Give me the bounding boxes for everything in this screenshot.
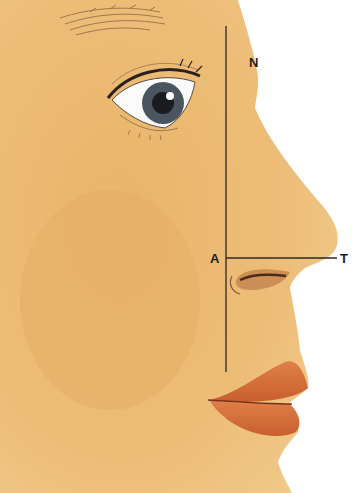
nostril-edge (240, 275, 286, 280)
eye (108, 59, 202, 140)
point-label: T (340, 252, 348, 265)
lips (208, 361, 308, 436)
point-label: A (210, 252, 219, 265)
skin-area (0, 0, 338, 493)
nostril (236, 269, 290, 290)
point-label: N (249, 56, 258, 69)
horizontal-reference-line (226, 257, 337, 258)
eyebrow (60, 5, 165, 35)
vertical-reference-line (225, 26, 226, 372)
